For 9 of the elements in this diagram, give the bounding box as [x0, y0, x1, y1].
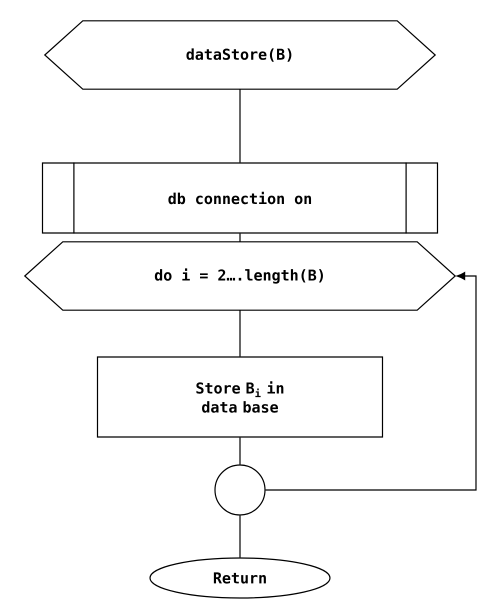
connector-line	[239, 89, 241, 162]
predefined-process-box: db connection on	[42, 162, 438, 234]
process-box: Store B$_{i}$ in data base	[96, 356, 384, 438]
connector-line	[239, 438, 241, 464]
connector-line	[239, 234, 241, 242]
connector-circle	[214, 464, 266, 516]
connector-line	[239, 310, 241, 356]
connector-line	[239, 516, 241, 558]
arrow	[266, 272, 477, 491]
